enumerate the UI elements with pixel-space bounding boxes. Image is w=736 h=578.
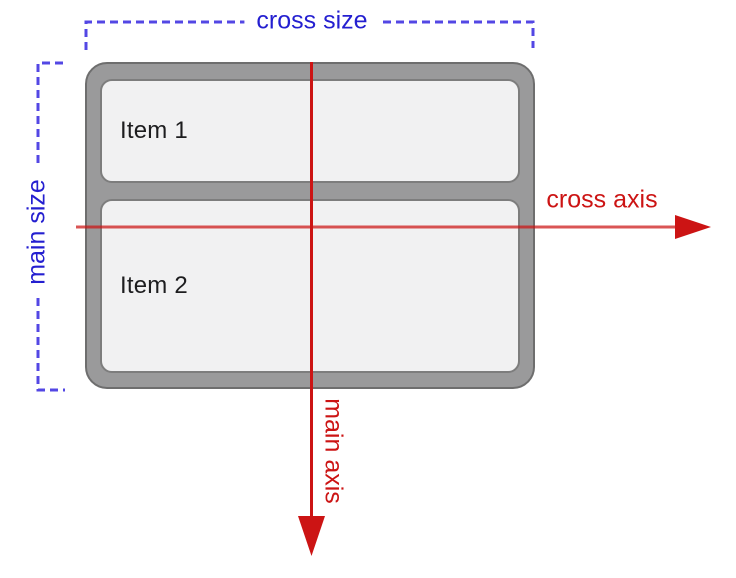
cross-axis-label: cross axis [546, 185, 658, 214]
flex-container: Item 1 Item 2 [85, 62, 535, 389]
main-axis-arrowhead [298, 516, 325, 556]
cross-size-label: cross size [244, 6, 380, 36]
main-axis-label: main axis [318, 398, 348, 504]
cross-axis-arrowhead [675, 215, 711, 239]
flex-item-2: Item 2 [100, 199, 520, 373]
flex-item-1-label: Item 1 [120, 117, 188, 144]
main-size-label: main size [22, 167, 52, 297]
flex-item-2-label: Item 2 [120, 272, 188, 299]
flex-item-1: Item 1 [100, 79, 520, 183]
